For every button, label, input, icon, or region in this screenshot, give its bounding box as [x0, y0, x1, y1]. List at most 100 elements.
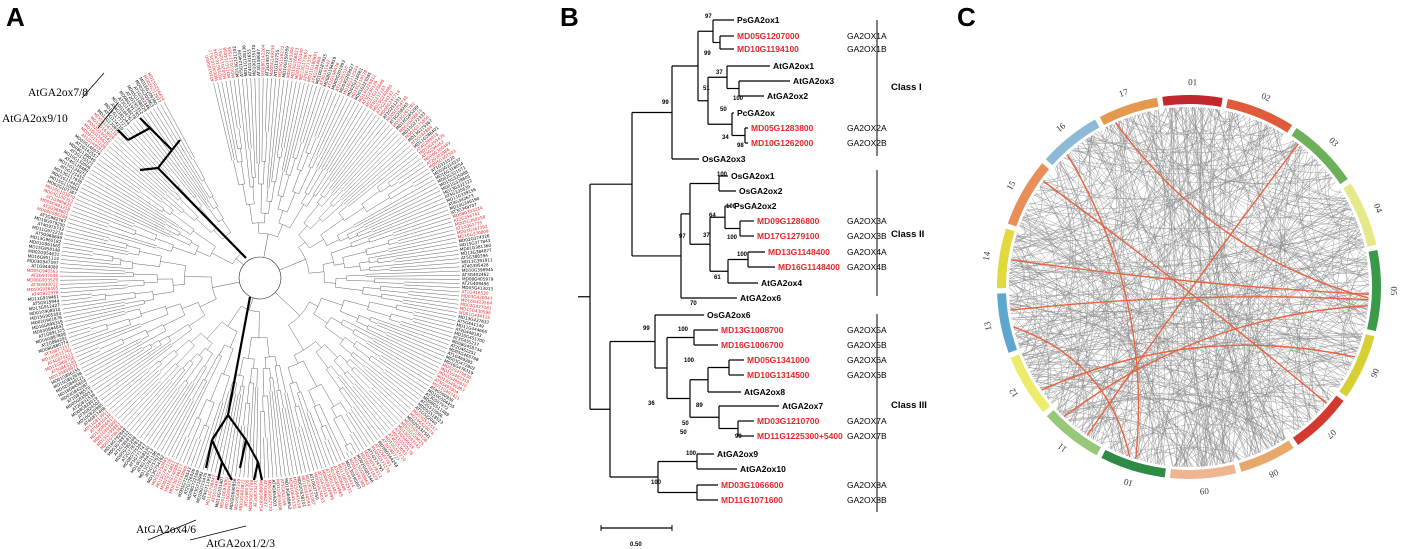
tree-branches — [60, 78, 460, 478]
synteny-link — [1062, 398, 1285, 440]
tree-branch — [284, 82, 305, 172]
tree-branch — [283, 81, 297, 149]
tree-branch — [366, 328, 375, 333]
bracket-ga2ox910 — [97, 102, 119, 129]
tree-branch — [268, 201, 271, 214]
tip-labels: PsGA2ox1MD05G1207000MD10G1194100AtGA2ox1… — [702, 15, 843, 505]
tree-branch — [60, 259, 91, 263]
tree-branch — [123, 386, 160, 425]
synteny-link — [1035, 108, 1211, 382]
tree-branch — [292, 148, 296, 158]
tree-arc — [203, 379, 207, 382]
bootstrap-value: 98 — [737, 143, 744, 149]
synteny-link — [1030, 108, 1215, 373]
tree-branch — [251, 387, 256, 478]
synteny-link — [1009, 144, 1080, 301]
tree-branch — [366, 197, 390, 212]
chromosome-label-04: 04 — [1372, 202, 1385, 215]
tree-branch — [207, 343, 213, 350]
synteny-link — [1082, 141, 1150, 463]
tree-branch — [109, 146, 166, 196]
tip-label: AT5G915944 — [32, 298, 60, 306]
tip-label: MD13G701407 — [214, 476, 225, 508]
tree-branch — [127, 297, 136, 300]
tip-label-md13g1008700: MD13G1008700 — [721, 325, 784, 335]
synteny-link — [1133, 444, 1226, 464]
tree-branch — [143, 390, 180, 441]
tree-arc — [288, 302, 310, 326]
chromosome-01 — [1162, 95, 1223, 107]
tree-branch — [91, 169, 179, 226]
tree-arc — [297, 391, 302, 394]
synteny-link — [1139, 451, 1194, 468]
tree-branch — [329, 112, 373, 176]
tree-branch — [377, 256, 396, 260]
tree-branch — [324, 106, 363, 171]
tree-branch — [320, 218, 344, 236]
bootstrap-value: 100 — [651, 480, 662, 486]
tree-arc — [128, 318, 131, 325]
tip-label: MD13G173857 — [298, 48, 309, 80]
tree-branch — [206, 321, 223, 340]
tree-branch — [161, 195, 183, 213]
tree-branch — [62, 246, 94, 253]
tree-branch — [399, 324, 450, 341]
synteny-link — [1067, 416, 1201, 467]
tree-branch — [333, 360, 346, 374]
bootstrap-value: 64 — [709, 213, 716, 219]
synteny-link — [1024, 213, 1233, 462]
synteny-link — [1009, 294, 1285, 440]
tree-branch — [331, 117, 380, 182]
tree-branch — [183, 428, 198, 463]
tree-branch — [350, 442, 354, 450]
tip-label: MD08G933529 — [27, 277, 59, 282]
tree-branch — [305, 127, 315, 153]
synteny-link — [1013, 303, 1368, 328]
tip-label-atga2ox2: AtGA2ox2 — [767, 91, 808, 101]
chromosome-ring — [997, 95, 1382, 479]
tree-branch — [278, 210, 284, 224]
panel-letter-b: B — [560, 2, 579, 32]
tree-branch — [253, 359, 255, 369]
synteny-link — [1014, 107, 1198, 331]
highlighted-synteny-link — [1063, 305, 1369, 418]
synteny-link — [1255, 119, 1322, 166]
synteny-link — [1301, 151, 1361, 343]
synteny-link — [1042, 113, 1141, 183]
chromosome-13 — [997, 293, 1018, 353]
tree-branch — [63, 238, 129, 252]
synteny-link — [1106, 126, 1160, 465]
synteny-link — [1010, 310, 1357, 354]
tree-branch — [366, 342, 431, 383]
tree-branch — [162, 185, 179, 201]
tree-arc — [134, 230, 137, 235]
chromosome-17 — [1099, 97, 1159, 125]
tree-branch — [120, 134, 176, 191]
tree-arc — [320, 425, 326, 428]
tree-branch — [324, 440, 334, 465]
tree-arc — [367, 301, 370, 310]
synteny-link — [1082, 222, 1358, 433]
tip-label: AT4G448183 — [455, 326, 483, 338]
tree-branch — [229, 381, 233, 392]
tree-arc — [178, 232, 181, 236]
tree-branch — [144, 299, 154, 302]
tree-branch — [234, 382, 238, 393]
tree-branch — [263, 233, 269, 258]
synteny-link — [1089, 136, 1254, 456]
synteny-links — [1008, 106, 1370, 468]
tree-branch — [130, 381, 172, 431]
tip-label: MD16G898359 — [32, 319, 64, 331]
synteny-link — [1211, 233, 1362, 466]
tree-branch — [140, 306, 166, 315]
tree-branch — [163, 314, 185, 326]
tree-branch — [187, 417, 198, 438]
synteny-link — [1018, 280, 1369, 345]
tree-branch — [238, 128, 242, 149]
tree-branch — [333, 128, 393, 196]
tree-arc — [209, 246, 216, 257]
synteny-link — [1257, 120, 1366, 324]
tree-arc — [303, 222, 311, 229]
tree-arc — [313, 298, 322, 315]
tree-arc — [362, 287, 364, 294]
